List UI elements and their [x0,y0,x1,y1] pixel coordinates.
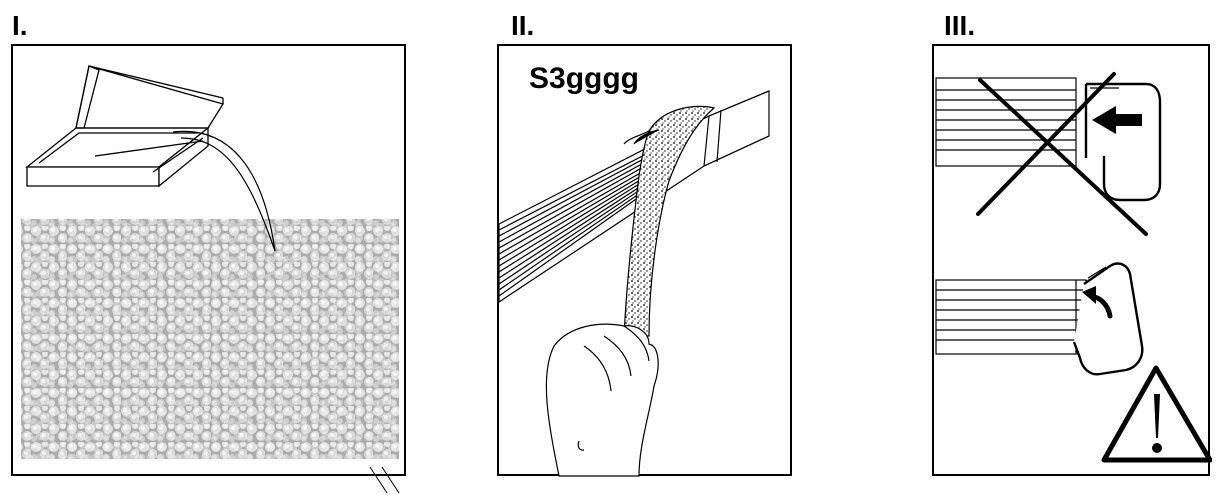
warning-icon [1104,368,1210,460]
wrong-method-illustration [936,78,1160,200]
step-1-label: I. [12,12,28,40]
correct-method-illustration [936,264,1142,375]
step-1-illustration [13,46,408,478]
left-arrow-icon [1092,106,1142,134]
panel-3 [932,44,1210,476]
panel-2: S3gggg [497,44,792,476]
beads-image [21,219,399,459]
step-3-illustration [934,46,1212,478]
panel-1 [11,44,406,476]
product-code: S3gggg [529,64,639,94]
hand-icon [546,324,658,476]
step-2-illustration [499,46,794,478]
corner-lines [360,465,420,495]
open-box-icon [27,66,223,186]
step-2-label: II. [511,12,534,40]
step-3-label: III. [944,12,975,40]
